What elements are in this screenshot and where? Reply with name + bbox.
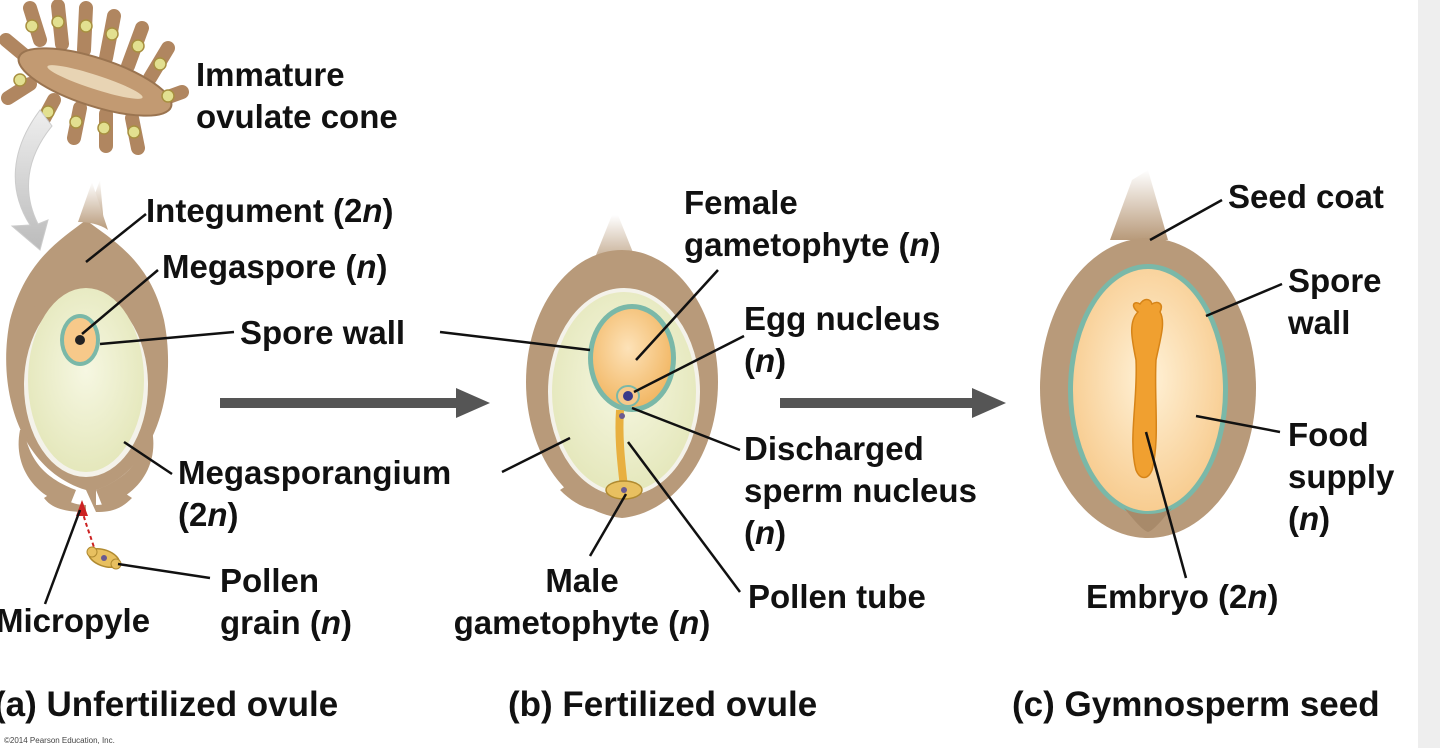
immature-cone bbox=[0, 0, 189, 155]
label-discharged-sperm-nucleus: Discharged sperm nucleus (n) bbox=[744, 430, 977, 551]
label-integument: Integument (2n) bbox=[146, 192, 394, 229]
scrollbar-track[interactable] bbox=[1418, 0, 1440, 748]
label-food-supply: Food supply (n) bbox=[1288, 416, 1395, 537]
process-arrow-a-to-b bbox=[220, 388, 490, 418]
micropyle-arrow bbox=[81, 509, 99, 561]
label-female-gametophyte: Female gametophyte (n) bbox=[684, 184, 941, 263]
leader-lines bbox=[43, 198, 1283, 605]
label-megasporangium: Megasporangium (2n) bbox=[178, 454, 452, 533]
process-arrow-b-to-c bbox=[780, 388, 1006, 418]
label-embryo: Embryo (2n) bbox=[1086, 578, 1279, 615]
label-micropyle: Micropyle bbox=[0, 602, 151, 639]
label-immature-cone-line2: ovulate cone bbox=[196, 98, 398, 135]
label-spore-wall-a: Spore wall bbox=[240, 314, 406, 351]
label-immature-cone-line1: Immature bbox=[196, 56, 345, 93]
label-pollen-tube: Pollen tube bbox=[748, 578, 926, 615]
label-egg-nucleus: Egg nucleus (n) bbox=[744, 300, 941, 379]
label-male-gametophyte: Male gametophyte (n) bbox=[453, 562, 711, 641]
label-megaspore: Megaspore (n) bbox=[162, 248, 388, 285]
caption-unfertilized-ovule: (a) Unfertilized ovule bbox=[0, 685, 339, 724]
label-immature-cone: Immature ovulate cone bbox=[196, 54, 398, 138]
cone-to-ovule-arrow bbox=[10, 109, 53, 251]
caption-gymnosperm-seed: (c) Gymnosperm seed bbox=[1012, 685, 1380, 724]
caption-fertilized-ovule: (b) Fertilized ovule bbox=[508, 685, 818, 724]
copyright-notice: ©2014 Pearson Education, Inc. bbox=[4, 736, 115, 745]
label-spore-wall-c: Spore wall bbox=[1288, 262, 1382, 341]
ovule-a bbox=[6, 180, 169, 512]
label-seed-coat: Seed coat bbox=[1228, 178, 1384, 215]
ovule-b bbox=[526, 215, 718, 518]
seed-c bbox=[1040, 170, 1256, 538]
pollen-grain bbox=[86, 546, 122, 570]
label-pollen-grain: Pollen grain (n) bbox=[220, 562, 353, 641]
